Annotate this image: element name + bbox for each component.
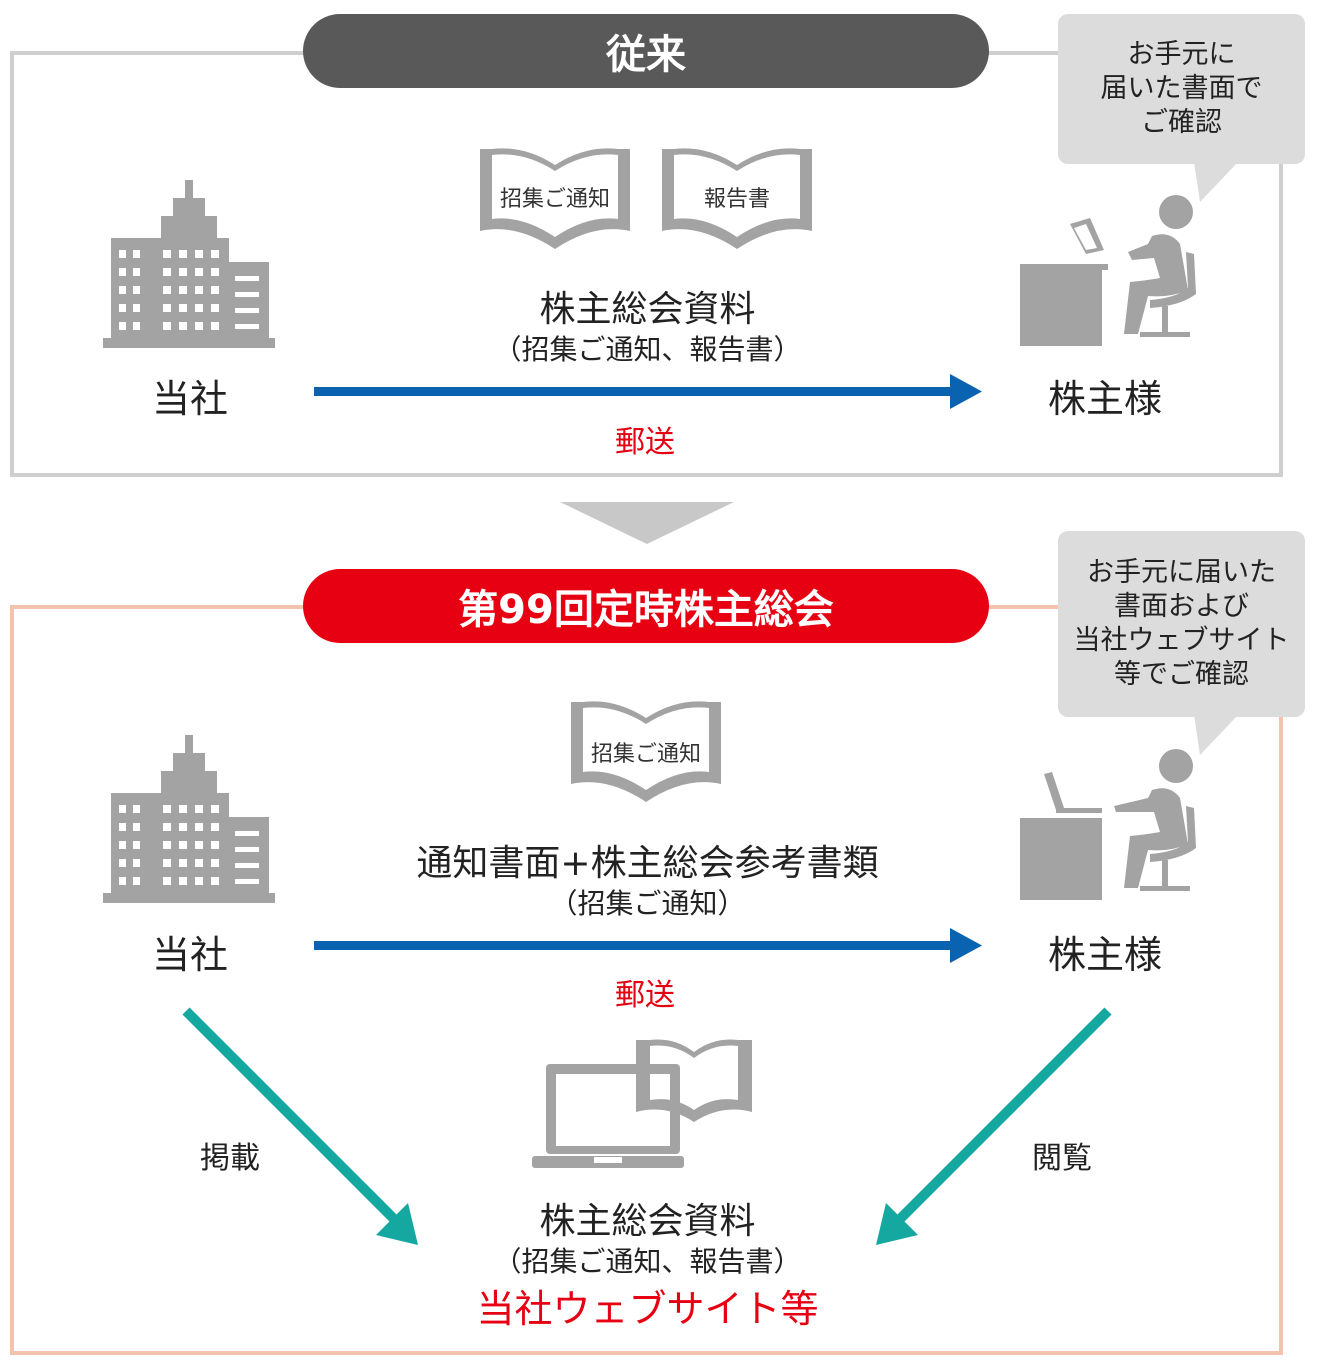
- bubble-tail: [1194, 715, 1238, 755]
- bubble-line: 等でご確認: [1114, 659, 1249, 690]
- bubble-line: 当社ウェブサイト: [1073, 625, 1290, 656]
- conventional-title: 従来: [303, 14, 989, 88]
- bubble-tail: [1194, 162, 1238, 202]
- mail-label: 郵送: [615, 978, 675, 1013]
- bubble-line: お手元に届いた: [1087, 557, 1276, 588]
- post-label: 掲載: [200, 1141, 260, 1176]
- shareholder-icon: [1020, 749, 1196, 900]
- shareholder-label: 株主様: [1047, 933, 1162, 977]
- bubble-line: ご確認: [1141, 107, 1222, 138]
- material-subtitle: （招集ご通知、報告書）: [493, 333, 802, 366]
- book-label: 招集ご通知: [499, 187, 610, 212]
- website-label: 当社ウェブサイト等: [476, 1287, 819, 1331]
- computer-book-icon: [532, 1039, 752, 1168]
- bubble-line: お手元に: [1127, 39, 1236, 70]
- new-title: 第99回定時株主総会: [303, 569, 989, 643]
- material-title: 株主総会資料: [539, 289, 756, 330]
- book-icon: 招集ご通知: [476, 145, 634, 253]
- down-arrow: [560, 502, 734, 544]
- bubble-line: 書面および: [1114, 591, 1249, 622]
- company-label: 当社: [151, 933, 228, 977]
- web-material-subtitle: （招集ご通知、報告書）: [493, 1245, 802, 1278]
- book-icon: 招集ご通知: [567, 698, 725, 806]
- book-icon: 報告書: [658, 145, 816, 253]
- mail-arrow: [314, 928, 982, 963]
- book-label: 招集ご通知: [590, 742, 701, 767]
- shareholder-icon: [1020, 195, 1196, 346]
- mail-arrow: [314, 374, 982, 409]
- conventional-speech-bubble: お手元に 届いた書面で ご確認: [1058, 14, 1305, 164]
- building-icon: [103, 735, 275, 903]
- new-speech-bubble: お手元に届いた 書面および 当社ウェブサイト 等でご確認: [1058, 531, 1305, 717]
- notice-title: 通知書面+株主総会参考書類: [416, 843, 879, 884]
- company-label: 当社: [151, 377, 228, 421]
- post-arrow: [182, 1007, 418, 1245]
- view-arrow: [876, 1007, 1112, 1245]
- web-material-title: 株主総会資料: [539, 1201, 756, 1242]
- book-label: 報告書: [703, 187, 770, 212]
- bubble-line: 届いた書面で: [1100, 73, 1263, 104]
- view-label: 閲覧: [1032, 1141, 1092, 1176]
- building-icon: [103, 180, 275, 348]
- notice-subtitle: （招集ご通知）: [549, 887, 746, 920]
- shareholder-label: 株主様: [1047, 377, 1162, 421]
- mail-label: 郵送: [615, 425, 675, 460]
